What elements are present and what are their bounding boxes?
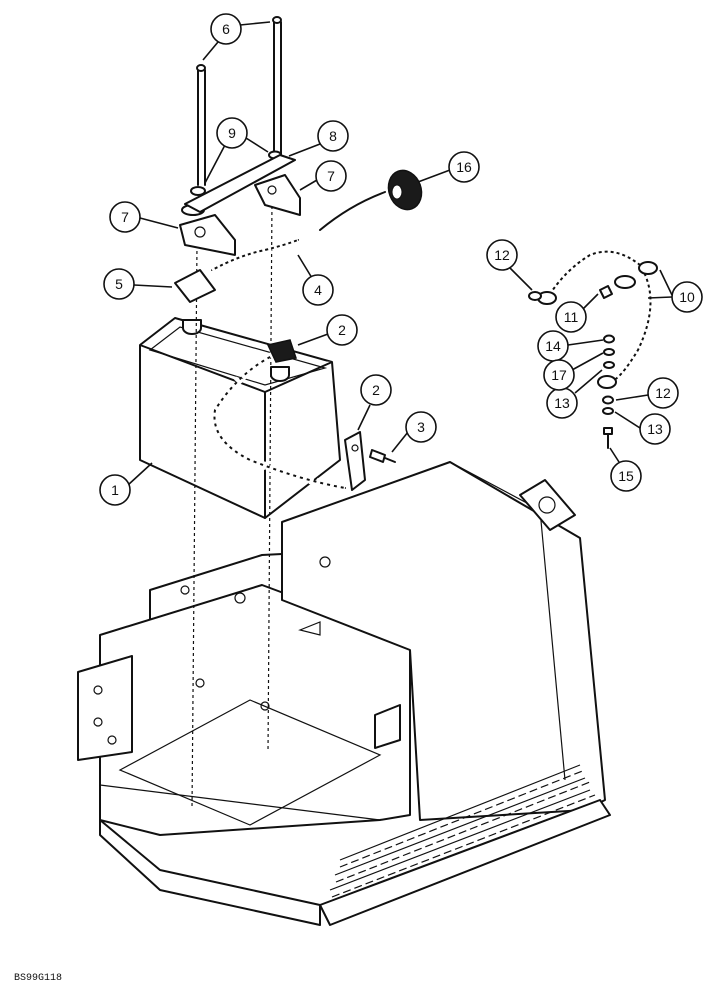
callout-2-cable-lug: 2 <box>372 382 380 398</box>
callout-7-left: 7 <box>121 209 129 225</box>
callout-16: 16 <box>456 159 472 175</box>
callout-10: 10 <box>679 289 695 305</box>
negative-cable <box>210 339 366 492</box>
callout-12-upper: 12 <box>494 247 510 263</box>
battery <box>139 317 341 519</box>
callout-6: 6 <box>222 21 230 37</box>
callout-7-right: 7 <box>327 168 335 184</box>
callout-15: 15 <box>618 468 634 484</box>
ground-strap <box>537 248 658 389</box>
callout-14: 14 <box>545 338 561 354</box>
callout-13-right: 13 <box>647 421 663 437</box>
hold-down-rods <box>191 16 282 809</box>
callout-13-left: 13 <box>554 395 570 411</box>
callout-12-lower: 12 <box>655 385 671 401</box>
callout-4: 4 <box>314 282 322 298</box>
callout-2-cable-end: 2 <box>338 322 346 338</box>
callout-17: 17 <box>551 367 567 383</box>
callouts: 1 2 2 3 4 5 6 7 7 <box>99 13 703 506</box>
grommet <box>319 169 423 231</box>
bracket-left <box>179 214 236 256</box>
bolt <box>369 449 396 463</box>
hold-down-strap <box>184 154 296 213</box>
figure-reference-code: BS99G118 <box>14 973 62 984</box>
callout-5: 5 <box>115 276 123 292</box>
positive-cable <box>174 237 300 303</box>
callout-11: 11 <box>564 309 579 325</box>
callout-1: 1 <box>111 482 119 498</box>
bracket-right <box>254 174 301 216</box>
callout-3: 3 <box>417 419 425 435</box>
chassis-frame <box>77 461 611 926</box>
callout-8: 8 <box>329 128 337 144</box>
callout-9: 9 <box>228 125 236 141</box>
strap-hardware <box>528 285 615 449</box>
